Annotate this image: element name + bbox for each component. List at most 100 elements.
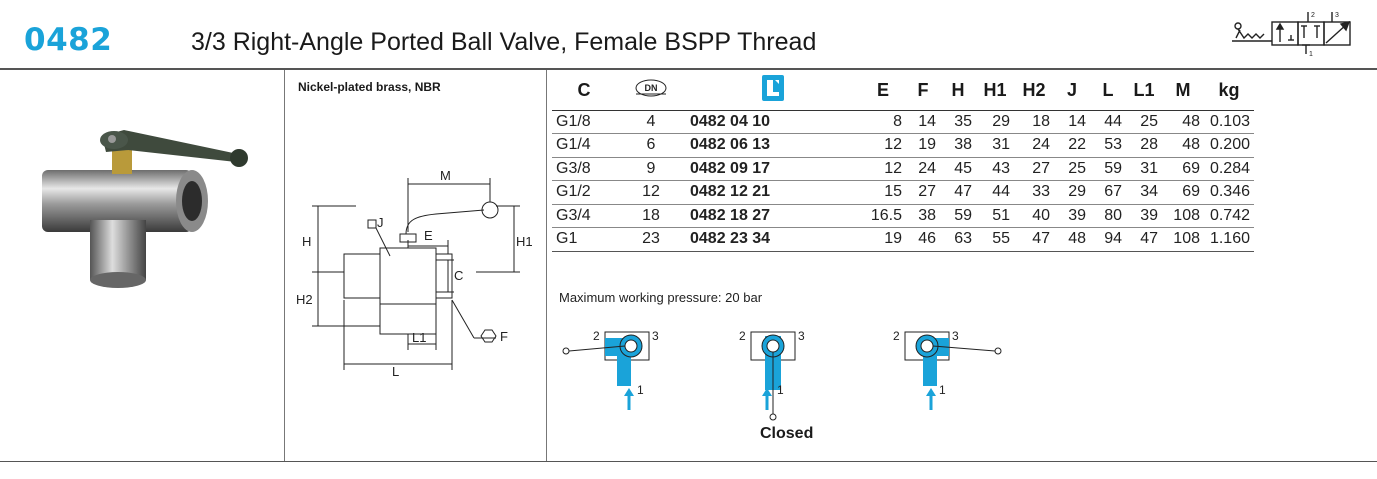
cell-part-number[interactable]: 0482 04 10: [686, 110, 860, 134]
cell-h2: 27: [1014, 157, 1054, 181]
cell-kg: 0.200: [1204, 133, 1254, 158]
product-photo: [42, 130, 248, 288]
col-header-j: J: [1054, 72, 1090, 111]
cell-kg: 0.742: [1204, 204, 1254, 228]
cell-part-number[interactable]: 0482 12 21: [686, 180, 860, 205]
cell-thread: G1/4: [552, 133, 616, 158]
cell-kg: 0.103: [1204, 110, 1254, 134]
cell-j: 39: [1054, 204, 1090, 228]
header: 0482 3/3 Right-Angle Ported Ball Valve, …: [0, 0, 1377, 68]
table-header-row: C DN E F H H1 H2 J L L1: [552, 72, 1254, 111]
center-port-3: 3: [798, 329, 805, 343]
symbol-port-1: 1: [1309, 51, 1313, 58]
cell-part-number[interactable]: 0482 23 34: [686, 227, 860, 252]
position-left: 2 3 1: [562, 329, 659, 410]
cell-l: 59: [1090, 157, 1126, 181]
cell-m: 48: [1162, 110, 1204, 134]
cell-kg: 0.346: [1204, 180, 1254, 205]
dim-h1: H1: [516, 234, 533, 249]
cell-h: 47: [940, 180, 976, 205]
cell-h2: 40: [1014, 204, 1054, 228]
cell-h1: 43: [976, 157, 1014, 181]
dim-l1: L1: [412, 330, 426, 345]
col-header-l: L: [1090, 72, 1126, 111]
cell-h: 45: [940, 157, 976, 181]
cell-kg: 1.160: [1204, 227, 1254, 252]
cell-f: 46: [906, 227, 940, 252]
dim-h2: H2: [296, 292, 313, 307]
cell-thread: G3/4: [552, 204, 616, 228]
cell-f: 19: [906, 133, 940, 158]
cell-dn: 18: [616, 204, 686, 228]
cell-h2: 33: [1014, 180, 1054, 205]
dim-j: J: [377, 215, 384, 230]
cell-h1: 51: [976, 204, 1014, 228]
pressure-note: Maximum working pressure: 20 bar: [559, 290, 763, 305]
cell-f: 38: [906, 204, 940, 228]
cell-h: 63: [940, 227, 976, 252]
col-header-h2: H2: [1014, 72, 1054, 111]
column-divider-1: [284, 70, 285, 461]
cell-part-number[interactable]: 0482 06 13: [686, 133, 860, 158]
col-header-l1: L1: [1126, 72, 1162, 111]
table-row: G1 23 0482 23 34 19 46 63 55 47 48 94 47…: [552, 227, 1254, 252]
cell-thread: G1/8: [552, 110, 616, 134]
col-header-h: H: [940, 72, 976, 111]
cell-thread: G3/8: [552, 157, 616, 181]
cell-e: 8: [860, 110, 906, 134]
right-port-1: 1: [939, 383, 946, 397]
col-header-e: E: [860, 72, 906, 111]
material-label: Nickel-plated brass, NBR: [298, 80, 441, 94]
cell-h1: 44: [976, 180, 1014, 205]
cell-l: 53: [1090, 133, 1126, 158]
cell-l: 80: [1090, 204, 1126, 228]
cell-l: 94: [1090, 227, 1126, 252]
cell-l1: 28: [1126, 133, 1162, 158]
cell-h: 35: [940, 110, 976, 134]
cell-h1: 55: [976, 227, 1014, 252]
closed-label: Closed: [760, 425, 814, 442]
cell-m: 108: [1162, 204, 1204, 228]
valve-positions-diagram: 2 3 1 2 3 1 2 3 1: [562, 329, 1002, 421]
left-port-2: 2: [593, 329, 600, 343]
cell-l: 44: [1090, 110, 1126, 134]
cell-j: 22: [1054, 133, 1090, 158]
cell-h2: 47: [1014, 227, 1054, 252]
center-port-1: 1: [777, 383, 784, 397]
cell-part-number[interactable]: 0482 18 27: [686, 204, 860, 228]
spec-table: C DN E F H H1 H2 J L L1: [552, 72, 1254, 252]
cell-kg: 0.284: [1204, 157, 1254, 181]
cell-part-number[interactable]: 0482 09 17: [686, 157, 860, 181]
dn-icon: DN: [635, 79, 667, 97]
table-row: G1/8 4 0482 04 10 8 14 35 29 18 14 44 25…: [552, 110, 1254, 134]
col-header-dn: DN: [616, 72, 686, 111]
table-row: G3/4 18 0482 18 27 16.5 38 59 51 40 39 8…: [552, 204, 1254, 228]
cell-dn: 12: [616, 180, 686, 205]
svg-text:DN: DN: [645, 83, 658, 93]
dim-e: E: [424, 228, 433, 243]
cell-e: 16.5: [860, 204, 906, 228]
position-right: 2 3 1: [893, 329, 1002, 410]
cell-thread: G1: [552, 227, 616, 252]
valve-circuit-symbol-icon: 2 3 1: [1232, 12, 1351, 58]
cell-m: 48: [1162, 133, 1204, 158]
part-number-icon: [762, 75, 784, 102]
col-header-f: F: [906, 72, 940, 111]
cell-e: 12: [860, 133, 906, 158]
dim-h: H: [302, 234, 311, 249]
page-title: 3/3 Right-Angle Ported Ball Valve, Femal…: [191, 28, 817, 56]
col-header-c: C: [552, 72, 616, 111]
dim-l: L: [392, 364, 399, 379]
left-port-3: 3: [652, 329, 659, 343]
cell-dn: 23: [616, 227, 686, 252]
cell-h2: 18: [1014, 110, 1054, 134]
cell-e: 19: [860, 227, 906, 252]
col-header-part-number: [686, 72, 860, 111]
cell-e: 15: [860, 180, 906, 205]
cell-m: 69: [1162, 180, 1204, 205]
cell-j: 25: [1054, 157, 1090, 181]
table-row: G1/4 6 0482 06 13 12 19 38 31 24 22 53 2…: [552, 133, 1254, 158]
col-header-kg: kg: [1204, 72, 1254, 111]
dim-c: C: [454, 268, 463, 283]
cell-f: 27: [906, 180, 940, 205]
